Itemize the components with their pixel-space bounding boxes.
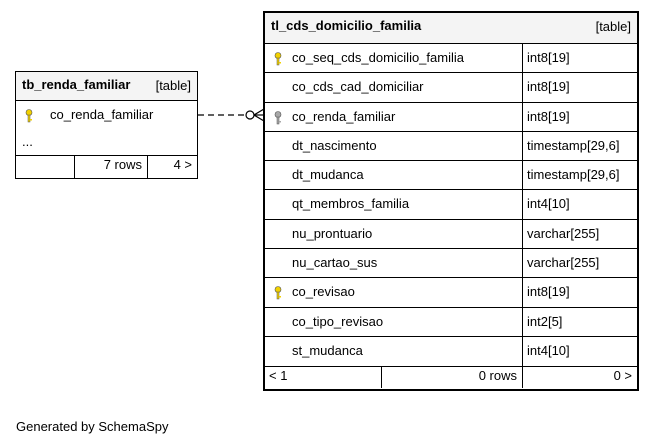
table-footer: < 1 0 rows 0 > [265,366,637,389]
column-name: dt_nascimento [292,137,377,153]
column-row[interactable]: st_mudanca int4[10] [265,336,637,367]
table-tb-renda-familiar[interactable]: tb_renda_familiar [table] co_renda_famil… [15,71,198,179]
column-type: timestamp[29,6] [522,131,637,161]
footer-left [16,156,74,178]
column-name: co_renda_familiar [50,107,154,122]
column-name: nu_prontuario [292,225,373,241]
column-row[interactable]: nu_cartao_sus varchar[255] [265,249,637,279]
column-type: int4[10] [522,190,637,219]
footer-rows: 7 rows [74,156,147,178]
column-row[interactable]: dt_mudanca timestamp[29,6] [265,161,637,191]
column-row[interactable]: qt_membros_familia int4[10] [265,190,637,220]
column-name: st_mudanca [292,342,363,358]
table-name: tb_renda_familiar [22,77,131,92]
column-name: co_revisao [292,284,355,300]
footer-right: 4 > [147,156,197,178]
primary-key-icon [274,52,282,66]
primary-key-icon [25,109,33,123]
foreign-key-icon [274,110,282,124]
column-name: qt_membros_familia [292,196,410,212]
zero-cardinality-marker [245,110,255,120]
column-type: int8[19] [522,278,637,307]
column-row[interactable]: co_revisao int8[19] [265,278,637,308]
column-type: varchar[255] [522,249,637,278]
column-type: int8[19] [522,44,637,73]
column-row[interactable]: co_renda_familiar int8[19] [265,102,637,132]
column-name: co_seq_cds_domicilio_familia [292,50,464,65]
column-name: co_renda_familiar [292,108,396,124]
column-row[interactable]: co_seq_cds_domicilio_familia int8[19] [265,44,637,74]
table-kind: [table] [595,19,631,34]
column-row[interactable]: co_tipo_revisao int2[5] [265,307,637,337]
table-kind: [table] [155,78,191,93]
column-row[interactable]: dt_nascimento timestamp[29,6] [265,131,637,162]
column-row[interactable]: nu_prontuario varchar[255] [265,219,637,250]
column-name: co_tipo_revisao [292,313,384,329]
crows-foot-upper [253,108,265,116]
table-header: tl_cds_domicilio_familia [table] [265,13,637,44]
column-type: varchar[255] [522,219,637,249]
footer-left: < 1 [269,368,288,384]
table-header: tb_renda_familiar [table] [16,72,197,101]
ellipsis-row: ... [16,130,197,156]
crows-foot-lower [253,114,265,122]
column-type: timestamp[29,6] [522,161,637,190]
ellipsis-text: ... [22,134,33,149]
column-row[interactable]: co_renda_familiar [16,101,197,130]
column-name: co_cds_cad_domiciliar [292,79,424,95]
column-type: int8[19] [522,73,637,102]
column-type: int2[5] [522,307,637,336]
table-name: tl_cds_domicilio_familia [271,18,422,33]
table-footer: 7 rows 4 > [16,156,197,178]
footer-right: 0 > [522,367,637,389]
column-name: dt_mudanca [292,167,364,183]
column-type: int8[19] [522,102,637,131]
column-name: nu_cartao_sus [292,255,378,271]
column-type: int4[10] [522,336,637,367]
table-tl-cds-domicilio-familia[interactable]: tl_cds_domicilio_familia [table] co_seq_… [263,11,639,391]
column-row[interactable]: co_cds_cad_domiciliar int8[19] [265,73,637,103]
primary-key-icon [274,286,282,300]
generated-by-label: Generated by SchemaSpy [16,419,169,434]
footer-rows: 0 rows [381,367,522,389]
